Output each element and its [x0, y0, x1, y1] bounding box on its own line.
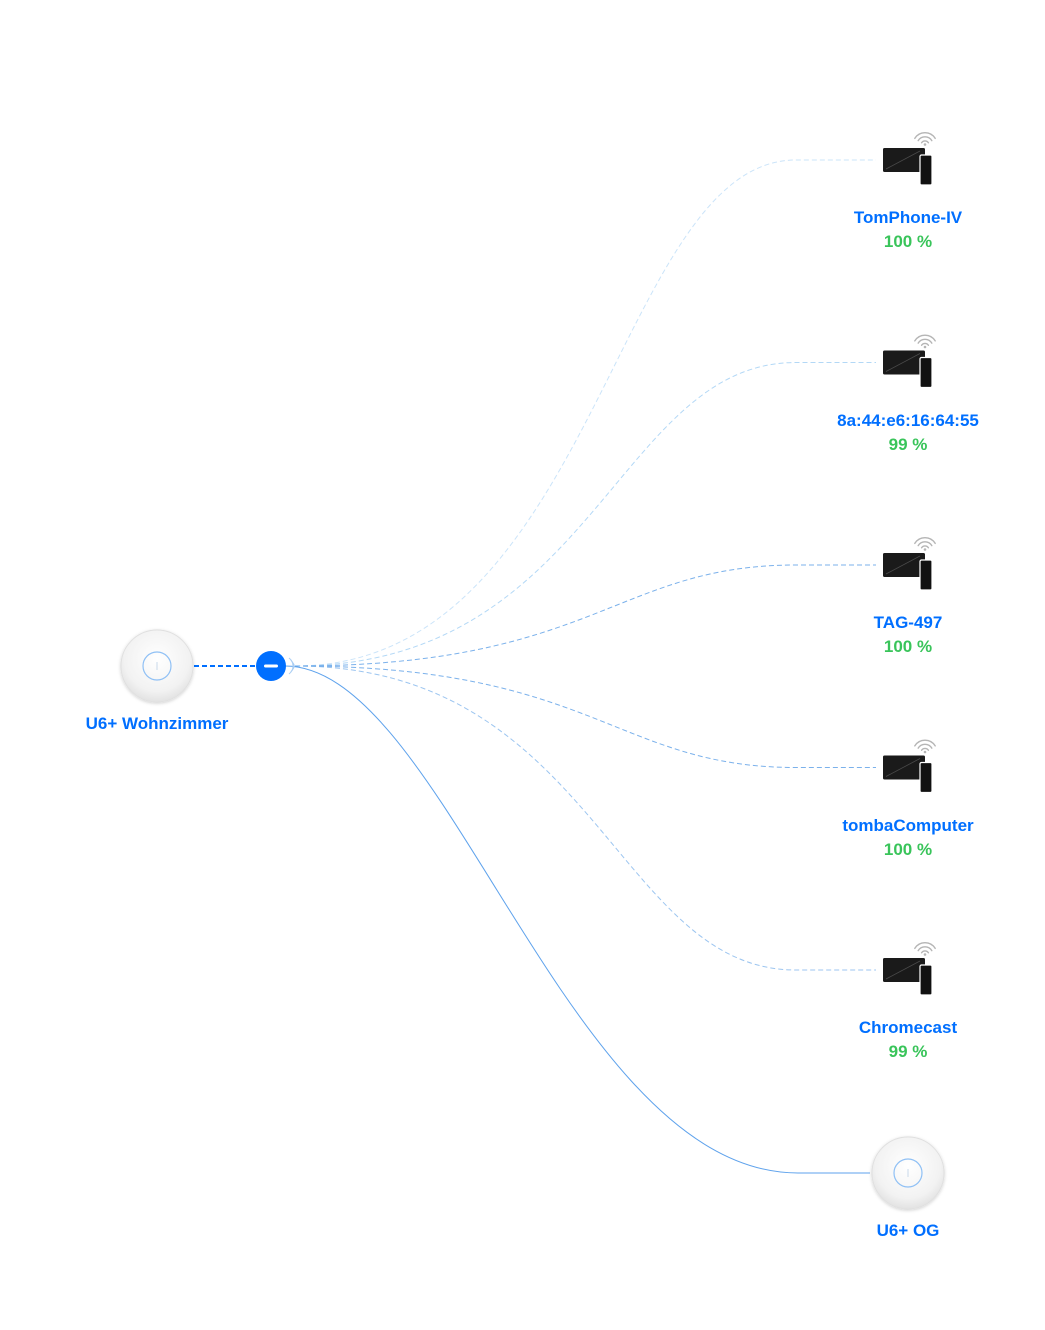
- client-node-label[interactable]: Chromecast 99 %: [859, 1016, 957, 1064]
- wifi-signal-icon: [914, 132, 936, 146]
- device-phone: [919, 761, 933, 794]
- wifi-fan-icon: [288, 657, 295, 675]
- client-link-line: [294, 564, 876, 667]
- wifi-arc: [288, 657, 294, 675]
- device-phone: [919, 559, 933, 591]
- device-phone: [919, 356, 933, 389]
- topology-nodes: [120, 132, 945, 1210]
- wifi-dot: [923, 750, 927, 754]
- uplink-node-label[interactable]: U6+ OG: [877, 1219, 940, 1243]
- wifi-arc: [914, 537, 936, 545]
- connection-links: [194, 159, 876, 1174]
- wifi-arc: [920, 140, 930, 144]
- wifi-arc: [914, 334, 936, 342]
- access-point-led-ring: [893, 1158, 923, 1188]
- client-signal: 100 %: [883, 637, 933, 656]
- wifi-arc: [914, 739, 936, 747]
- client-signal: 100 %: [883, 232, 933, 251]
- client-node-label[interactable]: tombaComputer 100 %: [842, 814, 973, 862]
- uplink-child-link-line: [284, 665, 870, 1174]
- wifi-arc: [920, 747, 930, 751]
- wifi-arc: [914, 942, 936, 950]
- wifi-signal-icon: [914, 537, 936, 551]
- wifi-signal-icon: [914, 739, 936, 754]
- wifi-arc: [917, 338, 933, 344]
- client-link-line: [294, 159, 876, 667]
- wifi-arc: [914, 132, 936, 140]
- wifi-arc: [917, 136, 933, 142]
- client-link-line: [294, 665, 876, 971]
- client-signal: 100 %: [883, 839, 933, 859]
- root-node-name: U6+ Wohnzimmer: [85, 714, 229, 733]
- device-screen-reflection: [885, 758, 921, 777]
- device-phone: [919, 154, 933, 186]
- wifi-arc: [920, 545, 930, 549]
- wireless-device-icon[interactable]: [883, 132, 936, 186]
- wifi-arc: [920, 342, 930, 346]
- client-signal: 99 %: [888, 434, 928, 454]
- access-point-led-ring: [142, 651, 172, 681]
- wireless-device-icon[interactable]: [883, 739, 936, 794]
- client-name: tombaComputer: [842, 815, 974, 835]
- device-screen-reflection: [885, 960, 921, 980]
- client-signal: 99 %: [888, 1042, 928, 1061]
- device-screen-reflection: [885, 150, 921, 170]
- client-name: TomPhone-IV: [853, 208, 963, 227]
- client-link-line: [294, 665, 876, 768]
- client-node-label[interactable]: TomPhone-IV 100 %: [854, 206, 962, 254]
- wireless-device-icon[interactable]: [883, 334, 936, 389]
- client-name: 8a:44:e6:16:64:55: [837, 410, 979, 430]
- uplink-access-point-icon[interactable]: [871, 1136, 945, 1210]
- wifi-dot: [923, 953, 927, 956]
- wifi-arc: [917, 541, 933, 547]
- collapse-button[interactable]: [256, 651, 286, 681]
- client-node-label[interactable]: 8a:44:e6:16:64:55 99 %: [837, 409, 979, 457]
- wifi-dot: [923, 345, 927, 349]
- device-screen-reflection: [885, 555, 921, 575]
- minus-icon: [264, 664, 278, 668]
- device-screen-reflection: [885, 353, 921, 372]
- wifi-arc: [917, 946, 933, 952]
- wifi-signal-icon: [914, 334, 936, 349]
- client-name: TAG-497: [873, 613, 943, 632]
- client-name: Chromecast: [858, 1018, 958, 1037]
- client-node-label[interactable]: TAG-497 100 %: [874, 611, 943, 659]
- wifi-dot: [923, 548, 927, 551]
- wifi-arc: [917, 743, 933, 749]
- root-access-point-icon[interactable]: [120, 629, 194, 703]
- client-link-line: [294, 362, 876, 667]
- wireless-device-icon[interactable]: [883, 537, 936, 591]
- root-node-label[interactable]: U6+ Wohnzimmer: [86, 712, 229, 736]
- uplink-node-name: U6+ OG: [876, 1221, 940, 1240]
- device-phone: [919, 964, 933, 996]
- wireless-device-icon[interactable]: [883, 942, 936, 996]
- wifi-signal-icon: [914, 942, 936, 956]
- wifi-arc: [920, 950, 930, 954]
- wifi-dot: [923, 143, 927, 146]
